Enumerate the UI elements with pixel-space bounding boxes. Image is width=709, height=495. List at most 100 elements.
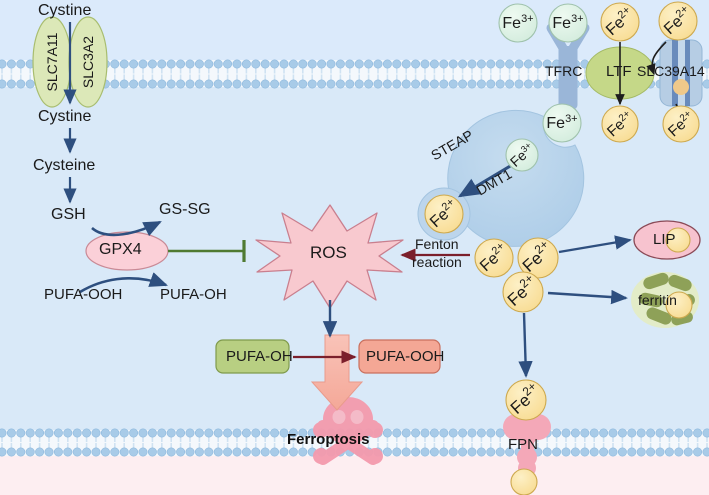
lipid-head	[194, 428, 204, 438]
lipid-head	[345, 59, 355, 69]
lipid-head	[486, 79, 496, 89]
lipid-head	[420, 428, 430, 438]
lipid-head	[157, 428, 167, 438]
label-slc3a2: SLC3A2	[80, 35, 96, 89]
lipid-head	[458, 447, 468, 457]
lipid-head	[110, 59, 120, 69]
lipid-head	[157, 59, 167, 69]
lipid-head	[204, 79, 214, 89]
lipid-head	[129, 447, 139, 457]
lipid-head	[53, 428, 63, 438]
lipid-head	[533, 59, 543, 69]
lipid-head	[166, 428, 176, 438]
lipid-head	[100, 428, 110, 438]
lipid-head	[185, 447, 195, 457]
lipid-head	[392, 447, 402, 457]
lipid-head	[260, 59, 270, 69]
lipid-head	[176, 79, 186, 89]
lipid-head	[505, 59, 515, 69]
lipid-head	[307, 79, 317, 89]
lipid-head	[448, 428, 458, 438]
lipid-head	[72, 447, 82, 457]
lipid-head	[608, 447, 618, 457]
arrow-gpx4-inhibits-ros	[168, 240, 246, 262]
lipid-head	[411, 428, 421, 438]
lipid-head	[166, 79, 176, 89]
lipid-head	[495, 428, 505, 438]
lipid-head	[147, 59, 157, 69]
fe2-circle	[474, 238, 514, 278]
lipid-head	[298, 59, 308, 69]
lipid-head	[119, 447, 129, 457]
lipid-head	[129, 59, 139, 69]
lipid-head	[411, 59, 421, 69]
lipid-head	[194, 79, 204, 89]
lipid-head	[373, 79, 383, 89]
lipid-head	[401, 447, 411, 457]
lipid-head	[364, 59, 374, 69]
lipid-head	[476, 59, 486, 69]
fe2-circle	[600, 2, 640, 42]
lipid-head	[16, 79, 26, 89]
lipid-head	[298, 447, 308, 457]
lipid-head	[674, 447, 684, 457]
lipid-head	[185, 59, 195, 69]
lipid-head	[420, 59, 430, 69]
lipid-head	[16, 428, 26, 438]
lipid-head	[260, 79, 270, 89]
lipid-head	[307, 59, 317, 69]
lipid-head	[542, 447, 552, 457]
lipid-head	[241, 428, 251, 438]
lipid-head	[147, 428, 157, 438]
label-slc7a11: SLC7A11	[44, 32, 60, 92]
lipid-head	[232, 79, 242, 89]
label-cystine-extracellular: Cystine	[38, 2, 92, 19]
fe2-extra-slc39a14: Fe2+	[658, 1, 698, 41]
lipid-head	[364, 79, 374, 89]
lipid-head	[204, 428, 214, 438]
lipid-head	[570, 447, 580, 457]
lipid-head	[354, 59, 364, 69]
label-slc39a14: SLC39A14	[637, 63, 705, 79]
lipid-head	[476, 79, 486, 89]
lipid-head	[467, 79, 477, 89]
lipid-head	[429, 447, 439, 457]
lipid-head	[25, 447, 35, 457]
lipid-head	[420, 79, 430, 89]
lipid-head	[260, 428, 270, 438]
fe2-lip-dot	[665, 227, 691, 253]
lipid-head	[0, 447, 7, 457]
lipid-head	[617, 428, 627, 438]
lipid-head	[382, 79, 392, 89]
lipid-head	[429, 59, 439, 69]
fe2-circle	[601, 105, 639, 143]
lipid-head	[505, 79, 515, 89]
arrow-pufaooh-to-pufaoh	[79, 272, 168, 294]
lipid-head	[495, 59, 505, 69]
lipid-head	[16, 59, 26, 69]
label-pufa-ooh-substrate: PUFA-OOH	[44, 286, 123, 303]
lipid-head	[100, 447, 110, 457]
lipid-head	[6, 59, 16, 69]
lipid-head	[467, 59, 477, 69]
lipid-head	[429, 79, 439, 89]
label-gpx4: GPX4	[99, 241, 142, 258]
lipid-head	[664, 428, 674, 438]
lipid-head	[279, 447, 289, 457]
lipid-head	[401, 79, 411, 89]
lipid-head	[157, 79, 167, 89]
lipid-head	[223, 428, 233, 438]
lipid-head	[298, 79, 308, 89]
lipid-head	[542, 79, 552, 89]
lipid-head	[241, 59, 251, 69]
lipid-head	[63, 447, 73, 457]
lipid-head	[279, 79, 289, 89]
fe2-circle	[424, 194, 464, 234]
lipid-head	[241, 447, 251, 457]
lipid-head	[63, 428, 73, 438]
lipid-head	[288, 428, 298, 438]
lipid-head	[326, 79, 336, 89]
label-fenton-line2: reaction	[412, 254, 462, 270]
lipid-head	[279, 59, 289, 69]
